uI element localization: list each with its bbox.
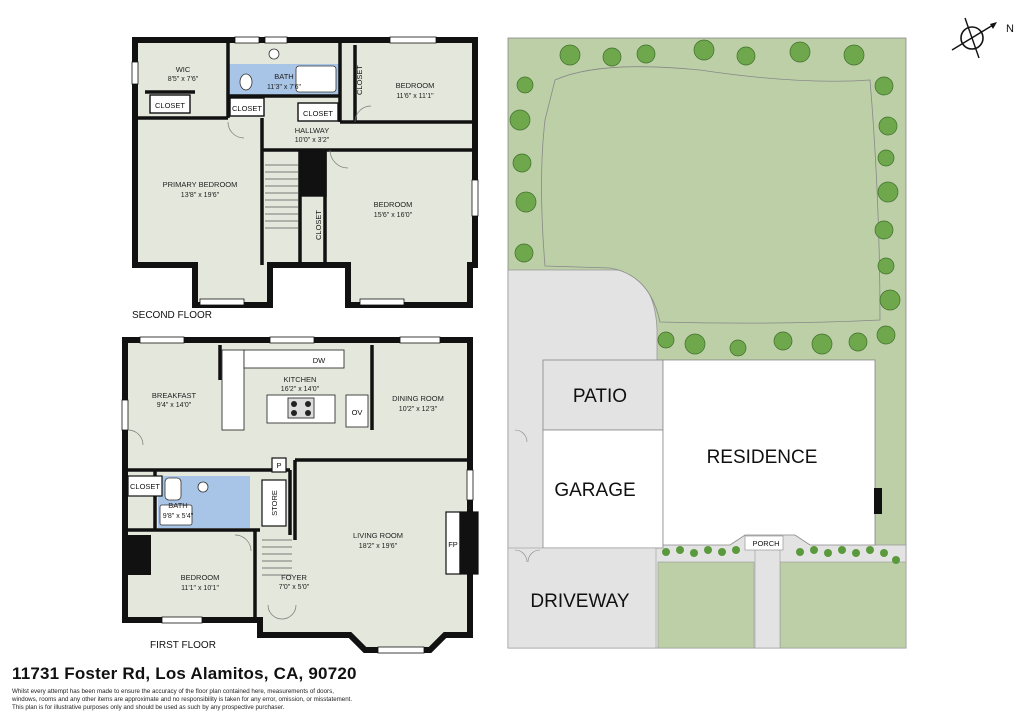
shrubs — [662, 546, 900, 564]
room-name-dining: DINING ROOM — [392, 394, 444, 403]
room-dims-bedroom-se: 15'6" x 16'0" — [374, 212, 413, 219]
north-label: N — [1006, 23, 1014, 35]
second-floor-plan: CLOSET CLOSET CLOSET CLOSET CLOSET — [131, 36, 479, 321]
room-name-bedroom-ne: BEDROOM — [396, 81, 435, 90]
room-dims-hallway: 10'0" x 3'2" — [295, 137, 330, 144]
room-name-bath: BATH — [274, 72, 293, 81]
room-dims-dining: 10'2" x 12'3" — [399, 406, 438, 413]
driveway-area — [507, 547, 657, 649]
disclaimer-line: Whilst every attempt has been made to en… — [12, 688, 334, 695]
room-name-breakfast: BREAKFAST — [152, 391, 197, 400]
room-name-hallway: HALLWAY — [295, 126, 329, 135]
room-dims-living: 18'2" x 19'6" — [359, 543, 398, 550]
first-floor-stairs — [262, 539, 292, 576]
closet-label: CLOSET — [155, 101, 185, 110]
porch-label: PORCH — [752, 539, 779, 548]
disclaimer-line: This plan is for illustrative purposes o… — [12, 704, 285, 712]
pantry-label: P — [276, 461, 281, 470]
closet-label: CLOSET — [314, 210, 323, 240]
floor-label-second: SECOND FLOOR — [132, 310, 212, 321]
room-dims-breakfast: 9'4" x 14'0" — [157, 402, 192, 409]
disclaimer: Whilst every attempt has been made to en… — [12, 688, 432, 713]
cooktop-burners — [291, 401, 311, 416]
store-label: STORE — [270, 490, 279, 516]
room-name-living: LIVING ROOM — [353, 531, 403, 540]
driveway-label: DRIVEWAY — [530, 591, 630, 612]
trees — [509, 39, 901, 357]
room-name-wic: WIC — [176, 65, 191, 74]
room-dims-wic: 8'5" x 7'6" — [168, 76, 199, 83]
garage-area — [542, 429, 664, 549]
room-dims-foyer: 7'0" x 5'0" — [279, 584, 310, 591]
room-dims-bedroom: 11'1" x 10'1" — [181, 585, 219, 592]
patio-area — [542, 359, 664, 431]
room-name-foyer: FOYER — [281, 573, 307, 582]
room-name-primary: PRIMARY BEDROOM — [163, 180, 238, 189]
closet-label: CLOSET — [130, 482, 160, 491]
closet-label: CLOSET — [232, 104, 262, 113]
room-dims-bedroom-ne: 11'6" x 11'1" — [396, 93, 434, 100]
room-dims-kitchen: 16'2" x 14'0" — [281, 386, 320, 393]
second-floor-stairs — [265, 164, 298, 229]
residence-area — [662, 359, 876, 546]
room-name-bedroom: BEDROOM — [181, 573, 220, 582]
room-dims-primary: 13'8" x 19'6" — [181, 192, 220, 199]
residence-label: RESIDENCE — [707, 447, 818, 468]
fireplace-label: FP — [448, 540, 458, 549]
room-name-bedroom-se: BEDROOM — [374, 200, 413, 209]
room-dims-bath: 9'8" x 5'4" — [163, 513, 194, 520]
closet-label: CLOSET — [303, 109, 333, 118]
dishwasher-label: DW — [313, 356, 326, 365]
room-name-kitchen: KITCHEN — [284, 375, 317, 384]
disclaimer-line: windows, rooms and any other items are a… — [12, 696, 353, 704]
property-address: 11731 Foster Rd, Los Alamitos, CA, 90720 — [12, 664, 357, 683]
room-dims-bath: 11'3" x 7'6" — [267, 84, 301, 91]
patio-label: PATIO — [573, 386, 627, 407]
oven-label: OV — [352, 408, 363, 417]
closet-label: CLOSET — [355, 65, 364, 95]
garage-label: GARAGE — [554, 480, 635, 501]
north-arrow-icon: N — [951, 17, 1014, 59]
floor-label-first: FIRST FLOOR — [150, 640, 216, 651]
room-name-bath: BATH — [168, 501, 187, 510]
site-plan: PATIO GARAGE RESIDENCE DRIVEWAY PORCH — [507, 37, 907, 649]
first-floor-plan: CLOSET STORE P FP DW OV — [121, 336, 479, 654]
